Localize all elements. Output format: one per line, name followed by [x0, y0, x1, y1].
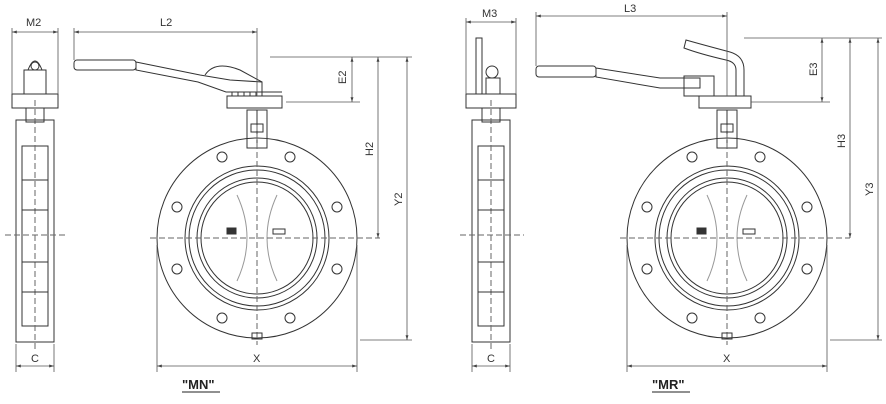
caption-mn: "MN"	[182, 377, 215, 392]
dim-label-x-left: X	[253, 353, 261, 365]
dim-label-m3: M3	[482, 8, 497, 20]
dim-label-x-right: X	[723, 353, 731, 365]
dim-label-h3: H3	[836, 134, 848, 148]
side-view-mn	[5, 60, 68, 350]
dim-label-h2: H2	[364, 142, 376, 156]
front-view-mn	[73, 59, 380, 345]
dim-label-l2: L2	[160, 17, 172, 29]
dim-label-e2: E2	[337, 71, 349, 84]
caption-mr: "MR"	[652, 377, 685, 392]
dim-label-m2: M2	[26, 17, 41, 29]
dim-label-y3: Y3	[864, 183, 876, 196]
dim-label-y2: Y2	[393, 193, 405, 206]
dim-label-l3: L3	[624, 3, 636, 15]
front-view-mr	[535, 39, 850, 345]
dim-label-c-left: C	[31, 353, 39, 365]
dim-label-e3: E3	[808, 63, 820, 76]
dim-label-c-right: C	[487, 353, 495, 365]
side-view-mr	[460, 37, 524, 350]
